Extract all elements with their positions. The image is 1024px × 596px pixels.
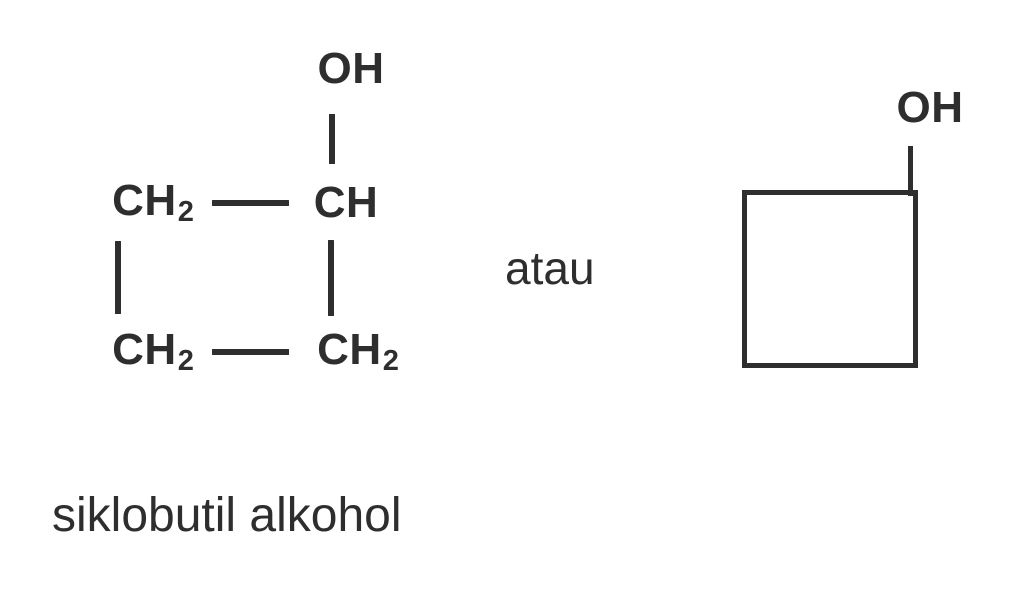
atom-label-carbon-bottom-right: CH2 [317, 324, 399, 378]
bond-hydroxyl-vertical [329, 114, 335, 164]
expanded-structural-formula: OH CH2 CH CH2 CH2 [0, 0, 470, 420]
bond-top-horizontal [212, 200, 289, 206]
atom-symbol-carbon-bottom-right: CH [317, 324, 382, 374]
bond-right-vertical [328, 240, 334, 316]
atom-label-carbon-bottom-left: CH2 [112, 324, 194, 378]
atom-subscript-carbon-bottom-left: 2 [177, 345, 194, 378]
bond-left-vertical [115, 241, 121, 314]
cyclobutane-ring-square [742, 190, 918, 368]
atom-label-carbon-top-right: CH [313, 178, 379, 227]
conjunction-text: atau [505, 242, 595, 294]
atom-symbol-carbon-bottom-left: CH [112, 324, 177, 374]
atom-subscript-carbon-bottom-right: 2 [382, 345, 399, 378]
atom-label-hydroxyl-top: OH [317, 44, 385, 93]
bond-hydroxyl-substituent [908, 146, 913, 196]
atom-subscript-carbon-top-left: 2 [177, 196, 194, 229]
skeletal-line-formula: OH [700, 60, 1000, 390]
atom-symbol-carbon-top-left: CH [112, 175, 177, 225]
compound-name-caption: siklobutil alkohol [52, 489, 402, 542]
atom-label-carbon-top-left: CH2 [112, 175, 194, 229]
atom-label-hydroxyl-right: OH [896, 83, 964, 132]
bond-bottom-horizontal [212, 349, 289, 355]
